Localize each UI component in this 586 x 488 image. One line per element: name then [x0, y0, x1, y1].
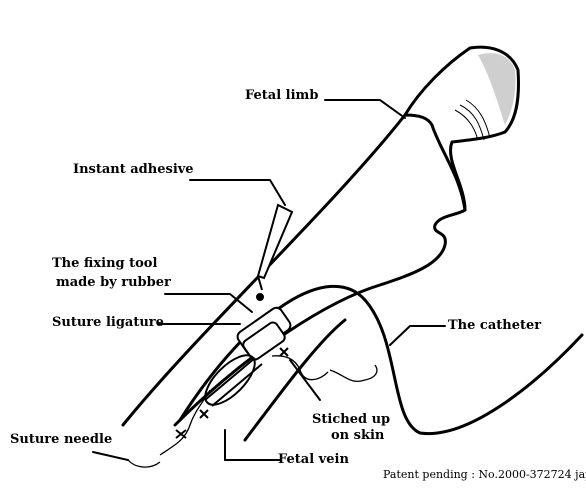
label-fetal-vein: Fetal vein — [278, 453, 349, 467]
label-instant-adhesive: Instant adhesive — [73, 163, 194, 177]
hoof-hatch — [455, 100, 490, 140]
label-fixing-tool-1: The fixing tool — [52, 257, 157, 271]
label-suture-needle: Suture needle — [10, 433, 112, 447]
adhesive-dropper — [257, 205, 292, 300]
label-stiched-up-2: on skin — [331, 429, 384, 443]
label-fetal-limb: Fetal limb — [245, 89, 318, 103]
patent-notice: Patent pending : No.2000-372724 japan — [383, 468, 586, 482]
hoof-shading — [478, 53, 516, 125]
label-suture-ligature: Suture ligature — [52, 316, 164, 330]
label-fixing-tool-2: made by rubber — [56, 276, 171, 290]
label-stiched-up-1: Stiched up — [312, 413, 390, 427]
label-the-catheter: The catheter — [448, 319, 541, 333]
